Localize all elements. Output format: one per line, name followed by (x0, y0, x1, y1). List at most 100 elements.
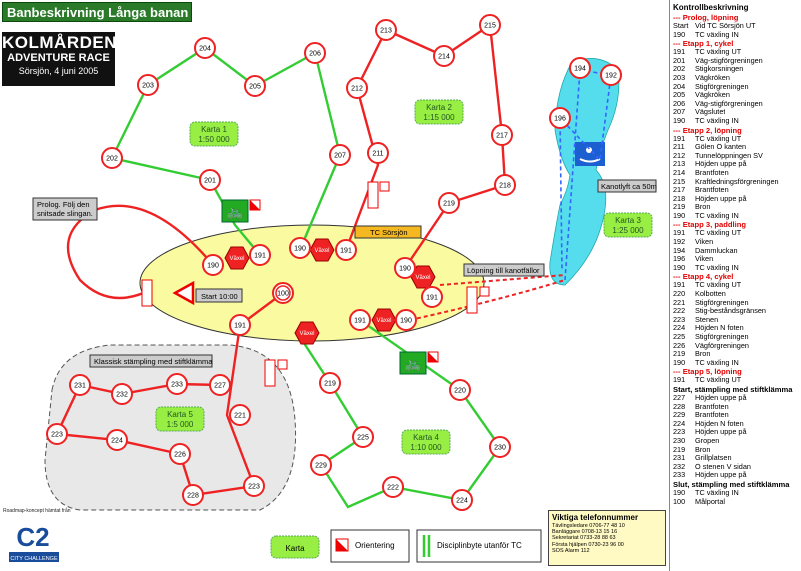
logo-line3: Sörsjön, 4 juni 2005 (18, 66, 99, 76)
karta5-scale: 1:5 000 (167, 420, 194, 429)
control-number: 206 (309, 51, 321, 58)
panel-row-desc: Stigförgreningen (695, 333, 749, 341)
control-number: 226 (174, 452, 186, 459)
c2-subtext: CITY CHALLENGE (10, 556, 58, 562)
control-point: 191 (335, 239, 357, 261)
panel-row-desc: TC växling UT (695, 281, 742, 290)
control-point: 204 (194, 37, 216, 59)
prolog-loop (66, 204, 214, 300)
panel-row-code: 214 (673, 167, 686, 177)
panel-row-desc: Höjden uppe på (695, 393, 747, 402)
panel-row-code: 225 (673, 332, 686, 341)
panel-section-heading: --- Prolog, löpning (673, 13, 739, 22)
panel-row-code: 100 (673, 496, 686, 506)
control-point: 219 (319, 372, 341, 394)
panel-row-desc: Väg-stigförgreningen (695, 99, 763, 108)
tc-callout: TC Sörsjön (370, 228, 408, 237)
control-number: 227 (214, 383, 226, 390)
panel-row-desc: Ö stenen V sidan (695, 462, 751, 471)
panel-row-desc: TC växling IN (695, 116, 739, 125)
karta3-scale: 1:25 000 (612, 226, 644, 235)
phone-line: Sekretariat 0733-28 88 63 (552, 535, 616, 542)
panel-row-code: 219 (673, 444, 686, 454)
control-point: 226 (169, 443, 191, 465)
control-point: 191 (229, 314, 251, 336)
panel-row-desc: Stigförgreningen (695, 298, 749, 307)
legend-orientering: Orientering (355, 541, 395, 550)
control-point: 191 (421, 286, 443, 308)
control-point: 223 (46, 423, 68, 445)
panel-row-code: 207 (673, 107, 686, 117)
panel-row-code: 191 (673, 47, 686, 57)
start-triangle (172, 280, 195, 306)
panel-row-desc: Kraftledningsförgreningen (695, 177, 779, 186)
control-number: 191 (254, 253, 266, 260)
panel-section-heading: --- Etapp 3, paddling (673, 220, 746, 230)
panel-row: 218 Höjden uppe på (673, 193, 798, 204)
panel-row-code: 223 (673, 427, 686, 437)
control-number: 190 (400, 318, 412, 325)
panel-section-heading: --- Etapp 2, löpning (673, 125, 742, 135)
control-number: 196 (554, 116, 566, 123)
panel-row-desc: Höjden uppe på (695, 194, 747, 203)
control-number: 191 (340, 248, 352, 255)
panel-row-desc: Tunnelöppningen SV (695, 151, 763, 160)
panel-row-code: 233 (673, 470, 686, 480)
panel-row-desc: Höjden uppe på (695, 471, 747, 480)
legend-karta: Karta (285, 544, 305, 553)
panel-row-code: 231 (673, 453, 686, 463)
control-number: 232 (116, 392, 128, 399)
control-number: 211 (372, 151, 383, 158)
phone-line: Första hjälpen 0730-23 96 00 (552, 541, 624, 548)
control-number: 225 (357, 435, 369, 442)
control-point: 223 (243, 475, 265, 497)
control-point: 224 (451, 489, 473, 511)
control-point: 214 (433, 45, 455, 67)
panel-row-code: 218 (673, 193, 686, 203)
panel-row-code: Start (673, 21, 689, 30)
control-point: 233 (166, 373, 188, 395)
control-number: 194 (574, 66, 586, 73)
panel-row-code: 232 (673, 461, 686, 471)
kolmarden-logo: KOLMÅRDEN ADVENTURE RACE Sörsjön, 4 juni… (2, 32, 117, 86)
control-number: 230 (494, 445, 506, 452)
map-title: Banbeskrivning Långa banan (2, 2, 192, 22)
panel-row-desc: Bron (695, 445, 711, 454)
panel-row-desc: Brantfoten (695, 411, 729, 420)
control-point: 213 (375, 19, 397, 41)
control-number: 224 (456, 498, 468, 505)
panel-row-desc: Höjden N foten (695, 324, 744, 333)
karta4-scale: 1:10 000 (410, 443, 442, 452)
control-point: 203 (137, 74, 159, 96)
panel-row-desc: TC växling IN (695, 488, 739, 497)
panel-row-code: 228 (673, 401, 686, 411)
control-point: 190 (394, 257, 416, 279)
kanotlyft-callout: Kanotlyft ca 50m (601, 182, 657, 191)
vaxel-label: Växel (299, 331, 314, 337)
panel-row-code: 221 (673, 297, 686, 307)
runner-flags (141, 181, 490, 387)
control-point: 207 (329, 144, 351, 166)
control-number: 218 (499, 183, 511, 190)
panel-row: 233 Höjden uppe på (673, 471, 798, 480)
panel-row-code: 215 (673, 176, 686, 186)
phone-numbers-box: Viktiga telefonnummer Tävlingsledare 070… (548, 510, 666, 566)
panel-row-desc: Bron (695, 203, 711, 212)
control-number: 191 (354, 318, 366, 325)
panel-row: 215 Kraftledningsförgreningen (673, 176, 798, 187)
control-number: 202 (106, 156, 118, 163)
